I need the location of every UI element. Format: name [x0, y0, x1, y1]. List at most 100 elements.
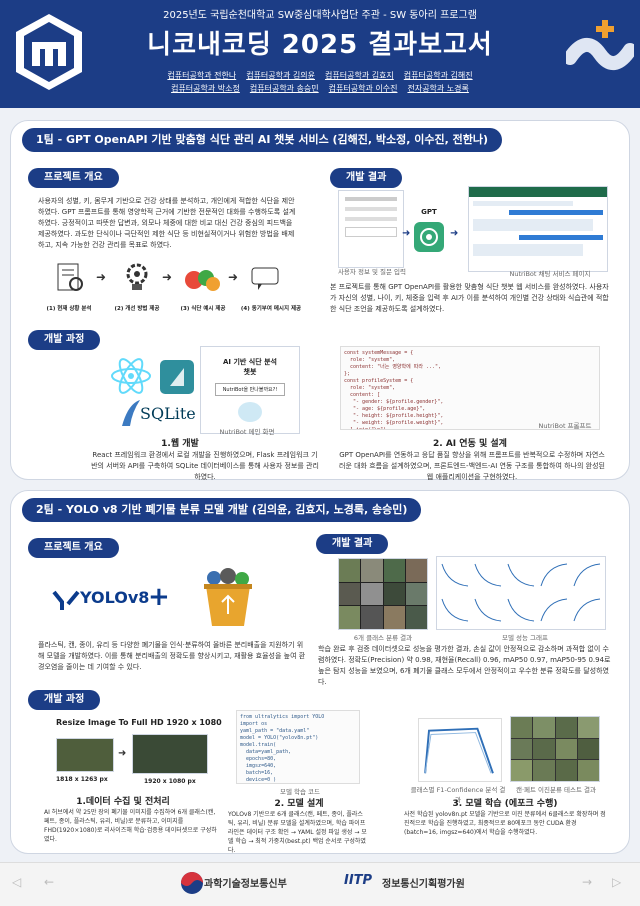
binary-test-caption: 캔·페트 이진분류 테스트 결과 [515, 786, 597, 794]
footer: ◁ ← → ▷ 과학기술정보통신부 IITP 정보통신기획평가원 [0, 862, 640, 906]
arrow-right-icon: ➜ [402, 228, 411, 239]
classification-grid [338, 558, 428, 630]
team2-overview-label: 프로젝트 개요 [28, 538, 119, 558]
chat-caption: NutriBot 채팅 서비스 페이지 [509, 270, 591, 278]
metric-curve-icon [573, 563, 601, 587]
user-input-screenshot [338, 190, 404, 268]
iitp-name: 정보통신기획평가원 [382, 879, 465, 890]
f1-confidence-chart [418, 718, 502, 782]
iitp-logo: IITP [344, 873, 373, 888]
step-label: (4) 동기부여 메시지 제공 [240, 306, 302, 312]
team1-steps: ➜ ➜ ➜ (1) 현재 상황 분석 (2) 개선 방법 제공 (3) 식단 예… [36, 256, 306, 314]
team1-title: 1팀 - GPT OpenAPI 기반 맞춤형 식단 관리 AI 챗봇 서비스 … [22, 128, 503, 152]
member-name: 컴퓨터공학과 김해진 [403, 71, 473, 80]
image-before [56, 738, 114, 772]
member-name: 컴퓨터공학과 송승민 [249, 84, 319, 93]
process-text: React 프레임워크 환경에서 로컬 개발을 진행하였으며, Flask 프레… [91, 451, 319, 481]
loss-curve-icon [507, 563, 535, 587]
member-name: 컴퓨터공학과 박소정 [171, 84, 240, 93]
trash-bin-icon [204, 568, 252, 626]
step-arrow-icon: ➜ [96, 270, 107, 284]
yolo-logo-icon [52, 590, 80, 610]
sqlite-label: SQLite [140, 404, 196, 423]
loss-curve-icon [441, 563, 469, 587]
size-after-label: 1920 x 1080 px [144, 778, 196, 785]
ministry-name: 과학기술정보통신부 [204, 879, 287, 890]
vegetables-icon [185, 270, 220, 291]
chat-screenshot [468, 186, 608, 272]
process-title: 1.데이터 수집 및 전처리 [76, 797, 170, 807]
gear-icon [126, 263, 148, 290]
yolo-label: YOLOv8 [80, 588, 150, 607]
process-title: 2. 모델 설계 [274, 799, 324, 809]
training-code-caption: 모델 학습 코드 [279, 788, 320, 796]
step-arrow-icon: ➜ [228, 270, 239, 284]
react-logo-icon [111, 358, 151, 394]
team2-overview-text: 플라스틱, 캔, 종이, 유리 등 다양한 폐기물을 인식·분류하여 올바른 분… [38, 641, 306, 671]
plus-icon: + [148, 582, 170, 612]
web-title: AI 기반 식단 분석 [223, 358, 277, 366]
motivation-icon [251, 267, 279, 290]
member-name: 컴퓨터공학과 김의윤 [246, 71, 315, 80]
classification-caption: 6개 클래스 분류 결과 [353, 634, 413, 642]
member-name: 컴퓨터공학과 이수진 [328, 84, 398, 93]
gpt-label: GPT [421, 208, 437, 216]
nav-prev-icon[interactable]: ◁ [12, 875, 22, 889]
process-text: AI 허브에서 약 25만 장의 폐기물 이미지를 수집하여 6개 클래스(캔,… [44, 809, 217, 843]
image-after [132, 734, 208, 774]
loss-curve-icon [441, 598, 469, 621]
team2-result-label: 개발 결과 [316, 534, 389, 554]
performance-caption: 모델 성능 그래프 [502, 634, 548, 642]
team1-result-label: 개발 결과 [330, 168, 403, 188]
process-text: YOLOv8 기반으로 6개 클래스(캔, 페트, 종이, 플라스틱, 유리, … [228, 811, 367, 854]
step-label: (1) 현재 상황 분석 [46, 306, 92, 312]
web-main-caption: NutriBot 메인 화면 [219, 428, 275, 436]
openai-icon [414, 222, 444, 252]
prompt-code-caption: NutriBot 프롬프트 [538, 422, 592, 430]
member-name: 컴퓨터공학과 김효지 [325, 71, 394, 80]
metric-curve-icon [540, 563, 568, 587]
process-text: GPT OpenAPI를 연동하고 응답 품질 향상을 위해 프롬프트를 반복적… [339, 451, 605, 481]
team2-process-label: 개발 과정 [28, 690, 101, 710]
sw-logo-icon [566, 20, 634, 70]
analysis-icon [57, 263, 83, 291]
team2-title: 2팀 - YOLO v8 기반 폐기물 분류 모델 개발 (김의윤, 김효지, … [22, 498, 422, 522]
step-label: (2) 개선 방법 제공 [114, 306, 160, 312]
ministry-logo-icon [181, 872, 203, 894]
step-label: (3) 식단 예시 제공 [180, 306, 226, 312]
loss-curve-icon [474, 598, 502, 621]
web-main-screenshot: AI 기반 식단 분석 챗봇 NutriBot을 만나볼까요?! [200, 346, 300, 434]
process-text: 사전 학습된 yolov8n.pt 모델을 기반으로 이진 분류에서 6클래스로… [404, 811, 606, 836]
nav-next-icon[interactable]: → [582, 875, 593, 889]
web-subtitle: 챗봇 [243, 368, 257, 376]
page-title: 니코내코딩 2025 결과보고서 [147, 30, 493, 60]
nav-back-icon[interactable]: ← [44, 875, 55, 889]
f1-chart-caption: 클래스별 F1-Confidence 분석 결과 [410, 786, 506, 804]
size-before-label: 1818 x 1263 px [56, 776, 108, 783]
member-list: 컴퓨터공학과 전한나 컴퓨터공학과 김의윤 컴퓨터공학과 김효지 컴퓨터공학과 … [150, 70, 490, 94]
member-name: 전자공학과 노경록 [407, 84, 469, 93]
process-title: 3. 모델 학습 (에포크 수행) [452, 799, 558, 809]
process-title: 2. AI 연동 및 설계 [433, 439, 507, 449]
team1-result-text: 본 프로젝트를 통해 GPT OpenAPI를 활용한 맞춤형 식단 챗봇 웹 … [330, 283, 609, 313]
member-name: 컴퓨터공학과 전한나 [167, 71, 237, 80]
user-input-caption: 사용자 정보 및 질문 입력 [337, 268, 407, 276]
poster-header: 2025년도 국립순천대학교 SW중심대학사업단 주관 - SW 동아리 프로그… [0, 0, 640, 108]
binary-test-grid [510, 716, 600, 782]
team2-result-text: 학습 완료 후 검증 데이터셋으로 성능을 평가한 결과, 손실 값이 안정적으… [318, 645, 611, 686]
step-arrow-icon: ➜ [162, 270, 173, 284]
arrow-right-icon: ➜ [118, 748, 127, 759]
header-subtitle: 2025년도 국립순천대학교 SW중심대학사업단 주관 - SW 동아리 프로그… [163, 10, 477, 21]
sqlite-logo-icon [122, 400, 140, 426]
performance-graphs [436, 556, 606, 630]
team1-process-label: 개발 과정 [28, 330, 101, 350]
nav-last-icon[interactable]: ▷ [612, 875, 622, 889]
flask-logo-icon [160, 360, 194, 394]
resize-title: Resize Image To Full HD 1920 x 1080 [56, 718, 222, 727]
process-title: 1.웹 개발 [161, 439, 199, 449]
loss-curve-icon [474, 563, 502, 587]
loss-curve-icon [507, 598, 535, 621]
university-logo-icon [16, 14, 82, 90]
team1-overview-text: 사용자의 성별, 키, 몸무게 기반으로 건강 상태를 분석하고, 개인에게 적… [38, 197, 296, 249]
